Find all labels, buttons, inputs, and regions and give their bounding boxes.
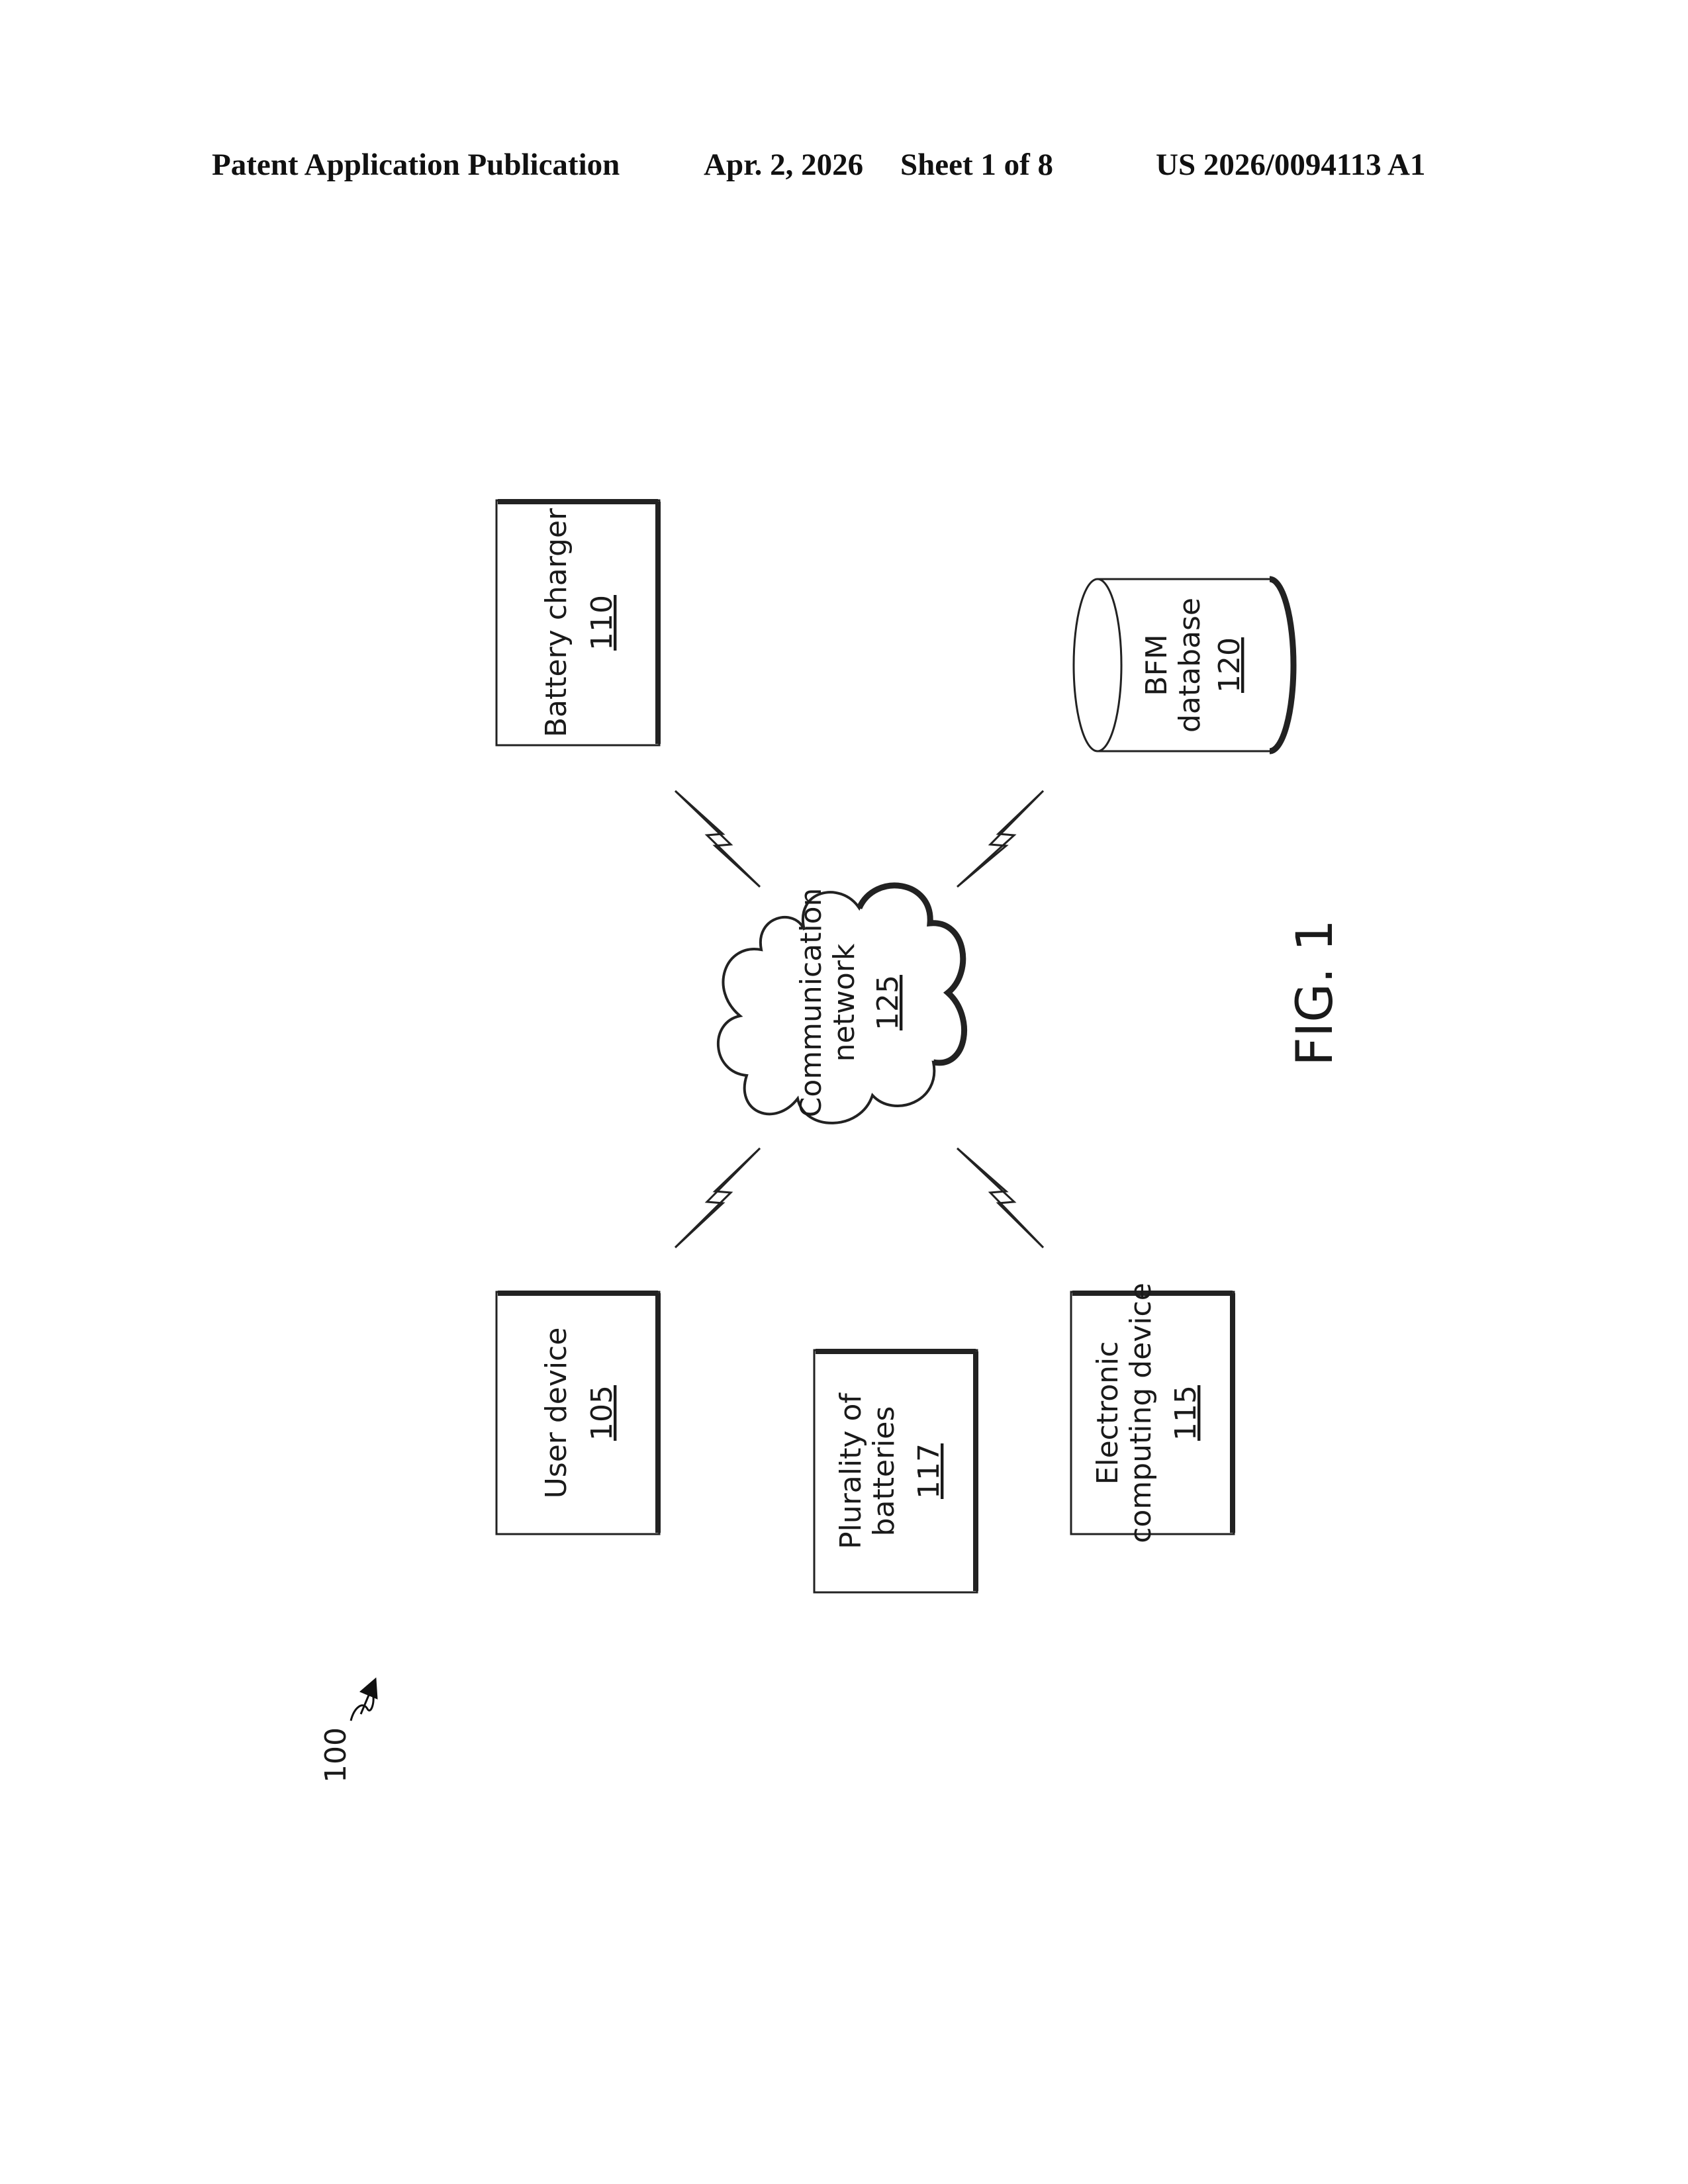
computing-device-ref: 115 [1169, 1385, 1203, 1441]
bfm-database-ref: 120 [1213, 637, 1246, 693]
wireless-link-database [957, 791, 1043, 887]
computing-device-label-line2: computing device [1124, 1283, 1158, 1543]
system-ref-arrow [351, 1691, 373, 1721]
user-device-label: User device [539, 1328, 573, 1499]
battery-charger-label: Battery charger [539, 508, 573, 737]
computing-device-box: Electronic computing device 115 [1071, 1283, 1234, 1543]
figure-label: FIG. 1 [1285, 919, 1344, 1066]
computing-device-label-line1: Electronic [1091, 1342, 1125, 1485]
system-ref-label: 100 [319, 1727, 353, 1783]
wireless-link-charger [675, 791, 760, 887]
bfm-database-label-line1: BFM [1140, 634, 1174, 696]
bfm-database-cylinder: BFM database 120 [1074, 579, 1293, 751]
battery-charger-box: Battery charger 110 [496, 500, 659, 745]
user-device-ref: 105 [585, 1385, 619, 1441]
batteries-box: Plurality of batteries 117 [814, 1350, 977, 1592]
network-label-line1: Communication [794, 888, 828, 1118]
system-reference: 100 [319, 1681, 375, 1783]
wireless-link-computing-device [957, 1148, 1043, 1248]
user-device-box: User device 105 [496, 1292, 659, 1534]
batteries-ref: 117 [912, 1443, 946, 1499]
communication-network-cloud: Communication network 125 [718, 886, 964, 1123]
network-ref: 125 [871, 975, 905, 1030]
batteries-label-line1: Plurality of [834, 1392, 868, 1549]
batteries-label-line2: batteries [867, 1406, 901, 1537]
wireless-link-user-device [675, 1148, 760, 1248]
bfm-database-label-line2: database [1173, 598, 1207, 733]
battery-charger-ref: 110 [585, 595, 619, 651]
network-label-line2: network [827, 943, 861, 1062]
